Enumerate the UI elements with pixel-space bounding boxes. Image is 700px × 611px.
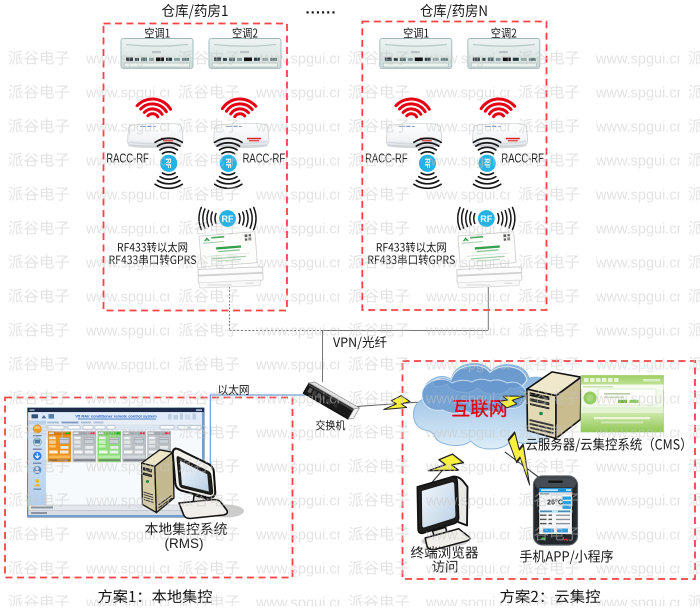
svg-text:......: ...... — [305, 1, 336, 18]
